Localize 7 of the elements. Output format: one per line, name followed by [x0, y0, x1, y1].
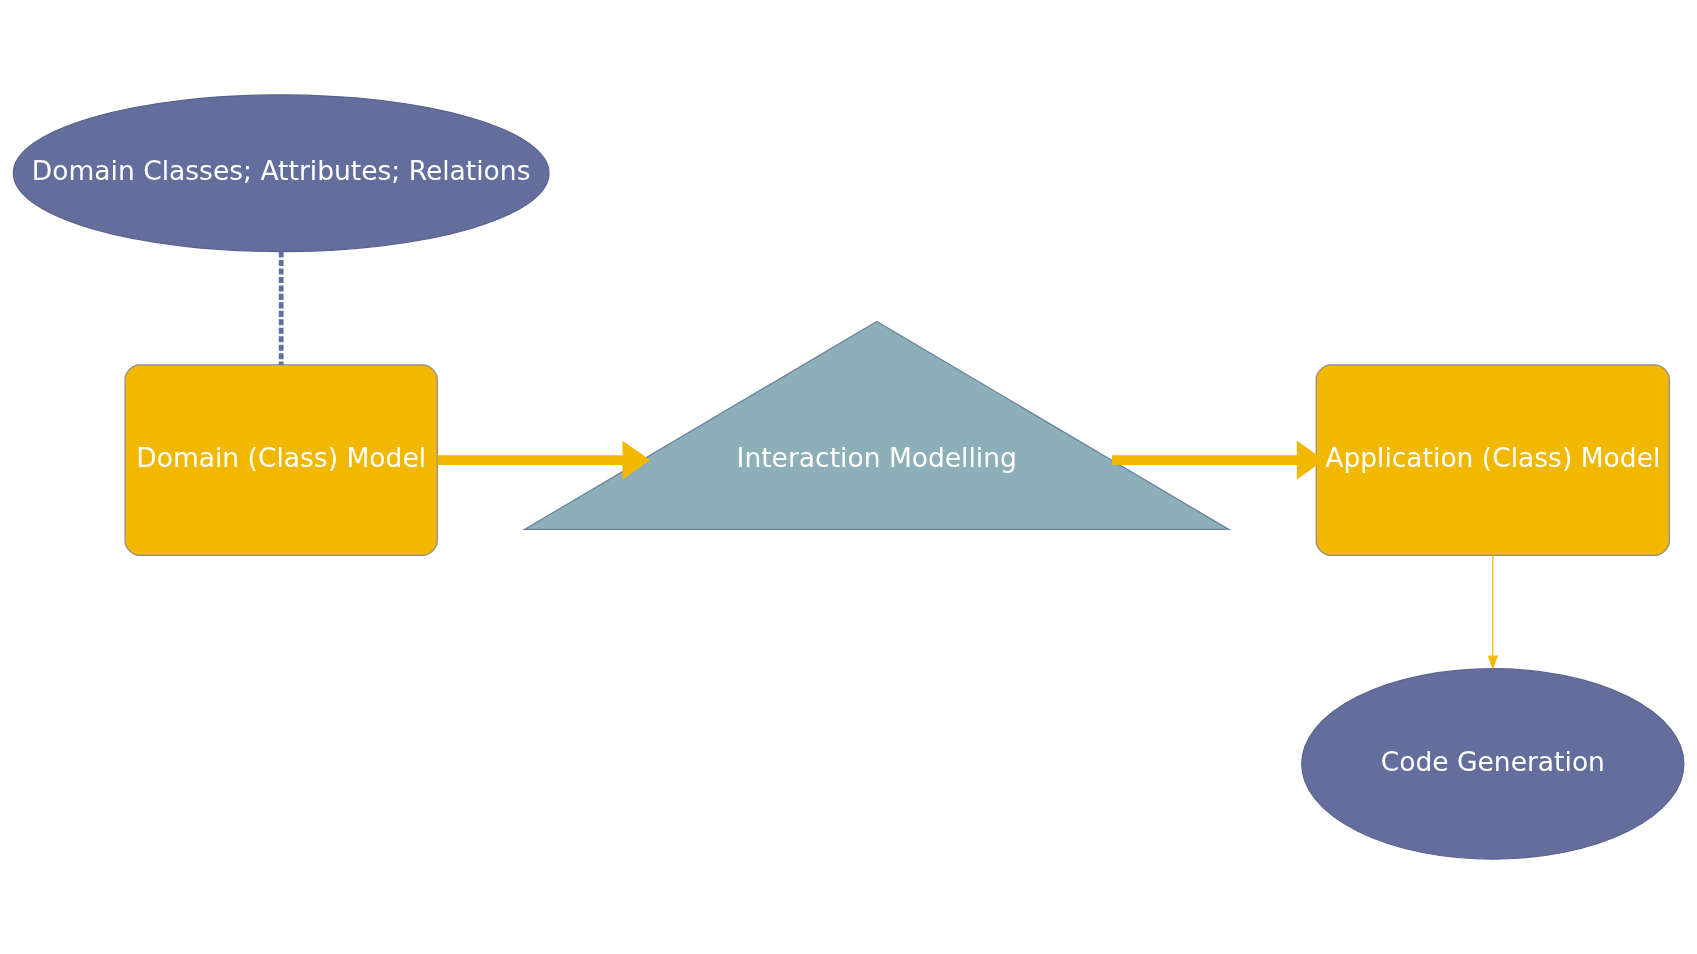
- node-ellipse: Domain Classes; Attributes; Relations: [12, 94, 550, 253]
- arrow: [437, 440, 651, 480]
- node-box: Application (Class) Model: [1315, 364, 1671, 556]
- node-ellipse: Code Generation: [1301, 668, 1685, 860]
- arrow: [1487, 554, 1498, 671]
- node-box: Domain (Class) Model: [124, 364, 438, 556]
- connector: [278, 251, 284, 365]
